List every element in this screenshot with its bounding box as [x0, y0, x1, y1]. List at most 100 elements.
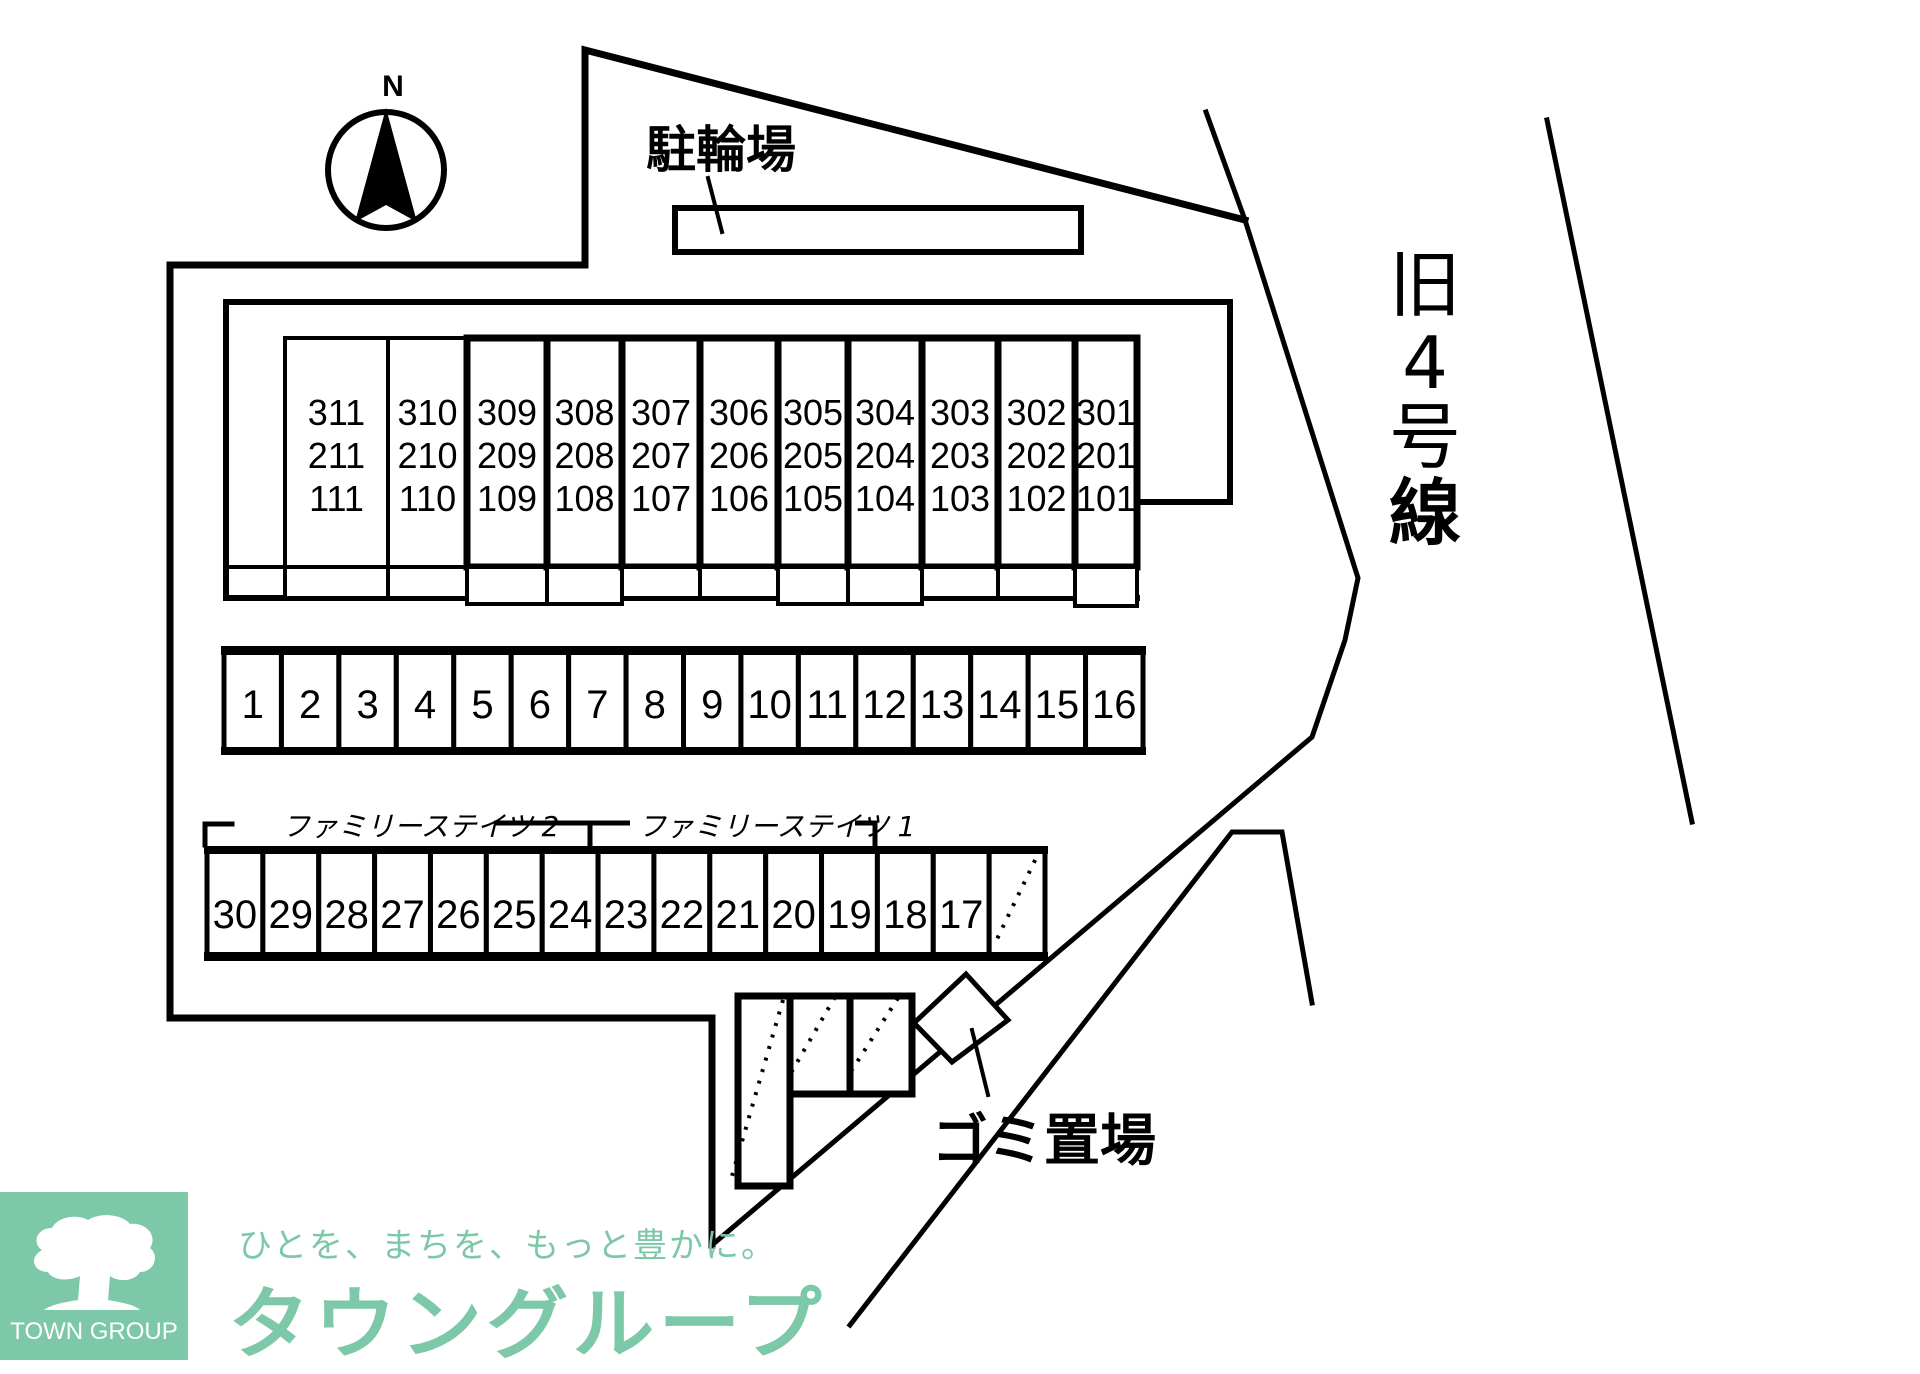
unit-number: 307	[631, 392, 691, 433]
parking-number: 2	[299, 683, 321, 727]
parking-space: 23	[595, 847, 657, 958]
garbage-area	[910, 970, 1012, 1066]
parking-number: 4	[414, 683, 436, 727]
brand-name: タウングループ	[228, 1280, 826, 1370]
parking-space: 6	[508, 647, 572, 753]
side-road-edge	[846, 829, 1315, 1329]
unit-number: 203	[930, 435, 990, 476]
unit-number: 201	[1076, 435, 1136, 476]
parking-space: 11	[795, 647, 859, 753]
parking-number: 22	[660, 893, 705, 937]
parking-number: 17	[939, 893, 984, 937]
parking-space	[986, 847, 1048, 958]
parking-space: 18	[874, 847, 936, 958]
parking-space: 17	[930, 847, 992, 958]
unit-number: 202	[1006, 435, 1066, 476]
unit-number: 211	[308, 435, 365, 476]
parking-space: 30	[204, 847, 266, 958]
parking-number: 16	[1092, 683, 1137, 727]
unit-number: 101	[1076, 478, 1136, 519]
parking-number: 25	[492, 893, 537, 937]
parking-space: 28	[316, 847, 378, 958]
parking-number: 6	[529, 683, 551, 727]
unit-number: 209	[477, 435, 537, 476]
unit-number: 304	[855, 392, 915, 433]
parking-number: 26	[436, 893, 481, 937]
parking-number: 11	[806, 683, 848, 727]
parking-space: 22	[651, 847, 713, 958]
lot-boundary	[166, 45, 1250, 1249]
garbage-leader	[969, 1027, 991, 1098]
unit-number: 206	[709, 435, 769, 476]
parking-space: 2	[278, 647, 342, 753]
brand-tagline: ひとを、まちを、もっと豊かに。	[238, 1226, 777, 1266]
parking-number: 5	[471, 683, 493, 727]
unit-number: 301	[1076, 392, 1136, 433]
parking-number: 18	[883, 893, 928, 937]
parking-number: 30	[213, 893, 258, 937]
parking-space: 24	[539, 847, 601, 958]
unit-number: 208	[554, 435, 614, 476]
bicycle-parking-leader	[705, 175, 725, 235]
north-label: N	[382, 70, 404, 103]
unit-number: 207	[631, 435, 691, 476]
parking-number: 13	[920, 683, 965, 727]
parking-number: 28	[324, 893, 369, 937]
unit-number: 310	[397, 392, 457, 433]
family-states-2-label: ファミリーステイツ 2	[282, 810, 559, 843]
svg-text:号: 号	[1389, 395, 1461, 479]
parking-number: 19	[827, 893, 872, 937]
unit-number: 107	[631, 478, 691, 519]
unit-number: 104	[855, 478, 915, 519]
parking-number: 8	[644, 683, 666, 727]
svg-text:4: 4	[1402, 321, 1448, 405]
unit-number: 102	[1006, 478, 1066, 519]
unit-number: 306	[709, 392, 769, 433]
unit-number: 303	[930, 392, 990, 433]
unit-number: 311	[308, 392, 365, 433]
bicycle-parking-area	[672, 205, 1084, 255]
parking-number: 15	[1035, 683, 1080, 727]
north-arrow-icon: N	[325, 70, 447, 231]
parking-space: 8	[623, 647, 686, 753]
garbage-label: ゴミ置場	[932, 1109, 1156, 1174]
parking-number: 3	[356, 683, 378, 727]
parking-space: 9	[681, 647, 744, 753]
unit-number: 108	[554, 478, 614, 519]
unit-number: 110	[399, 478, 456, 519]
parking-space: 16	[1083, 647, 1146, 753]
parking-space: 29	[260, 847, 322, 958]
parking-space: 19	[819, 847, 880, 958]
unit-number: 308	[554, 392, 614, 433]
unit-number: 210	[397, 435, 457, 476]
road-edge-left	[708, 108, 1361, 1249]
parking-number: 10	[747, 683, 792, 727]
family-states-1-label: ファミリーステイツ 1	[638, 810, 915, 843]
parking-space: 13	[910, 647, 974, 753]
parking-space: 10	[738, 647, 801, 753]
road-label: 旧 4 号 線	[1389, 243, 1461, 555]
extra-parking-slots	[730, 992, 916, 1190]
logo-text: TOWN GROUP	[10, 1318, 178, 1345]
parking-number: 29	[269, 893, 314, 937]
parking-number: 24	[548, 893, 593, 937]
parking-number: 12	[862, 683, 907, 727]
parking-space: 25	[483, 847, 545, 958]
parking-space: 14	[968, 647, 1031, 753]
parking-space: 5	[451, 647, 514, 753]
unit-number: 105	[783, 478, 843, 519]
unit-number: 111	[309, 478, 364, 519]
parking-number: 20	[771, 893, 816, 937]
parking-number: 21	[715, 893, 760, 937]
